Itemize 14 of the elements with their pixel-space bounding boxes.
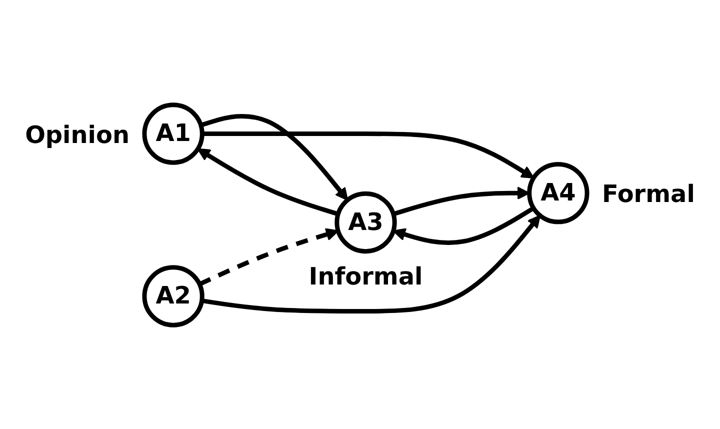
arrow: [202, 131, 534, 178]
arrow: [201, 214, 541, 313]
arrow: [200, 113, 348, 200]
node-caption: Informal: [308, 262, 423, 290]
node-circle: A1: [142, 102, 204, 164]
node-caption: Opinion: [25, 120, 130, 148]
node-circle: A4: [527, 162, 590, 224]
arrow: [392, 186, 530, 216]
arrow: [392, 206, 535, 244]
arrow: [198, 228, 339, 286]
arrow: [197, 148, 339, 216]
node-circle: A3: [334, 190, 397, 254]
node-caption: Formal: [602, 180, 695, 208]
node-circle: A2: [142, 264, 204, 327]
